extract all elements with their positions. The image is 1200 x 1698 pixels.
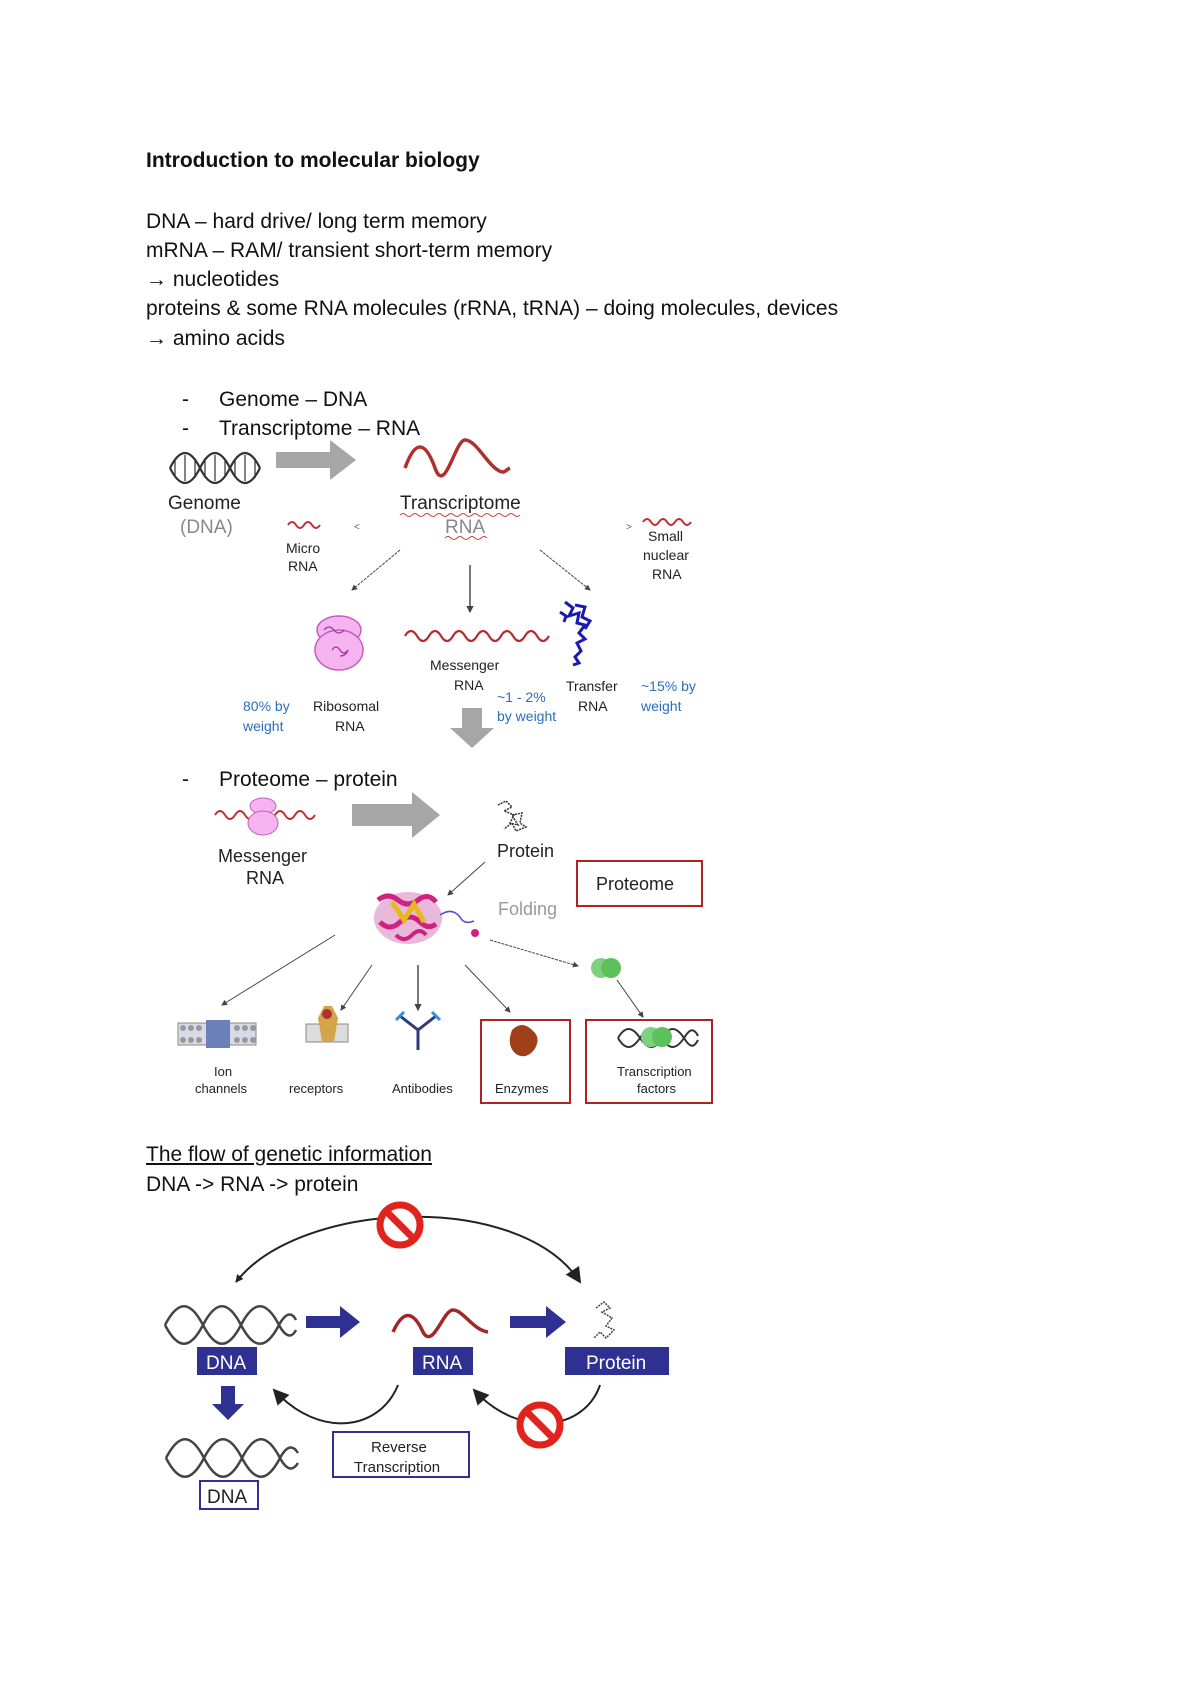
small-nuclear-rna-label-2: nuclear	[643, 547, 689, 563]
folded-protein-icon	[374, 892, 479, 944]
ion-channels-label-2: channels	[195, 1081, 248, 1096]
enzymes-box	[480, 1019, 571, 1104]
reverse-transcription-box	[332, 1431, 470, 1478]
transcriptome-sub-label: RNA	[445, 517, 485, 538]
bullet-dash: -	[182, 768, 189, 791]
genome-label: Genome	[168, 493, 241, 514]
no-sign-icon	[376, 1201, 424, 1249]
transfer-pct-label-2: weight	[640, 698, 682, 714]
note-proteins: proteins & some RNA molecules (rRNA, tRN…	[146, 297, 839, 320]
enzyme-icon	[509, 1025, 538, 1057]
bullet-genome: Genome – DNA	[219, 388, 368, 411]
transcriptome-label: Transcriptome	[400, 493, 521, 514]
blue-down-arrow-icon	[212, 1386, 244, 1420]
reverse-transcription-label-1: Reverse	[371, 1439, 427, 1456]
grey-arrow-icon	[352, 792, 440, 838]
svg-text:>: >	[626, 522, 632, 533]
dna-helix-icon	[164, 1438, 300, 1478]
ribosomal-pct-label-2: weight	[242, 718, 284, 734]
enzymes-label: Enzymes	[495, 1081, 549, 1096]
blue-arrow-icon	[510, 1306, 566, 1338]
note-dna: DNA – hard drive/ long term memory	[146, 210, 487, 233]
protein-box	[565, 1347, 669, 1375]
dna-box	[197, 1347, 257, 1375]
small-nuclear-rna-wave-icon	[642, 518, 692, 526]
rna-box-label: RNA	[422, 1353, 462, 1374]
rna-wave-icon	[403, 438, 511, 478]
rna-box	[413, 1347, 473, 1375]
svg-text:<: <	[354, 522, 360, 533]
transcription-factors-box	[585, 1019, 713, 1104]
reverse-transcription-label-2: Transcription	[354, 1459, 440, 1476]
transfer-rna-label-2: RNA	[578, 698, 608, 714]
transfer-pct-label-1: ~15% by	[641, 678, 696, 694]
ion-channel-icon	[177, 1020, 257, 1048]
folding-label: Folding	[498, 899, 557, 919]
small-nuclear-rna-label-1: Small	[648, 528, 683, 544]
bullet-dash: -	[182, 388, 189, 411]
protein-chain-icon	[593, 1301, 616, 1340]
bullet-transcriptome: Transcriptome – RNA	[219, 417, 421, 440]
ribosome-icon	[247, 797, 279, 836]
messenger-rna-label-1: Messenger	[430, 657, 500, 673]
reverse-transcription-arrow	[272, 1384, 399, 1425]
ion-channels-label-1: Ion	[214, 1064, 232, 1079]
receptors-label: receptors	[289, 1081, 344, 1096]
micro-rna-label-2: RNA	[288, 558, 318, 574]
transcription-factors-label-2: factors	[637, 1081, 677, 1096]
ribosomal-rna-label-2: RNA	[335, 718, 365, 734]
ribosomal-pct-label-1: 80% by	[243, 698, 290, 714]
ribosomal-rna-label-1: Ribosomal	[313, 698, 379, 714]
genome-sub-label: (DNA)	[180, 517, 233, 538]
flow-heading: The flow of genetic information	[146, 1143, 432, 1166]
messenger-pct-label-2: by weight	[497, 708, 556, 724]
dna-helix-icon	[163, 1305, 298, 1345]
proteome-box	[576, 860, 703, 907]
flow-subheading: DNA -> RNA -> protein	[146, 1173, 359, 1196]
messenger-rna-label-2: RNA	[454, 677, 484, 693]
transfer-rna-label-1: Transfer	[566, 678, 618, 694]
protein-box-label: Protein	[586, 1353, 646, 1374]
micro-rna-wave-icon	[287, 521, 321, 529]
dna-copy-box	[199, 1480, 259, 1510]
protein-chain-icon	[497, 800, 528, 832]
spellcheck-underline	[399, 513, 521, 517]
rna-wave-icon	[391, 1308, 489, 1339]
proteome-label: Proteome	[596, 874, 674, 894]
transfer-rna-icon	[559, 600, 593, 667]
grey-arrow-icon	[276, 440, 356, 480]
transcription-factors-label-1: Transcription	[617, 1064, 692, 1079]
note-mrna: mRNA – RAM/ transient short-term memory	[146, 239, 553, 262]
note-nucleotides: → nucleotides	[146, 268, 280, 291]
bullet-proteome: Proteome – protein	[219, 768, 398, 791]
fig2-messenger-label-1: Messenger	[218, 846, 307, 866]
antibody-icon	[394, 1010, 442, 1050]
receptor-icon	[305, 1006, 349, 1043]
note-amino-acids: → amino acids	[146, 327, 285, 350]
page-title: Introduction to molecular biology	[146, 149, 480, 172]
dna-copy-label: DNA	[207, 1487, 247, 1508]
antibodies-label: Antibodies	[392, 1081, 453, 1096]
dna-box-label: DNA	[206, 1353, 246, 1374]
no-sign-icon	[516, 1401, 564, 1449]
messenger-rna-wave-icon	[404, 629, 550, 643]
blue-arrow-icon	[306, 1306, 360, 1338]
fig2-messenger-label-2: RNA	[246, 868, 284, 888]
messenger-pct-label-1: ~1 - 2%	[497, 689, 546, 705]
grey-down-arrow-icon	[450, 708, 494, 748]
bullet-dash: -	[182, 417, 189, 440]
ribosome-icon	[314, 615, 364, 671]
dna-helix-icon	[169, 451, 261, 485]
small-nuclear-rna-label-3: RNA	[652, 566, 682, 582]
micro-rna-label-1: Micro	[286, 540, 320, 556]
fig2-protein-label: Protein	[497, 841, 554, 861]
